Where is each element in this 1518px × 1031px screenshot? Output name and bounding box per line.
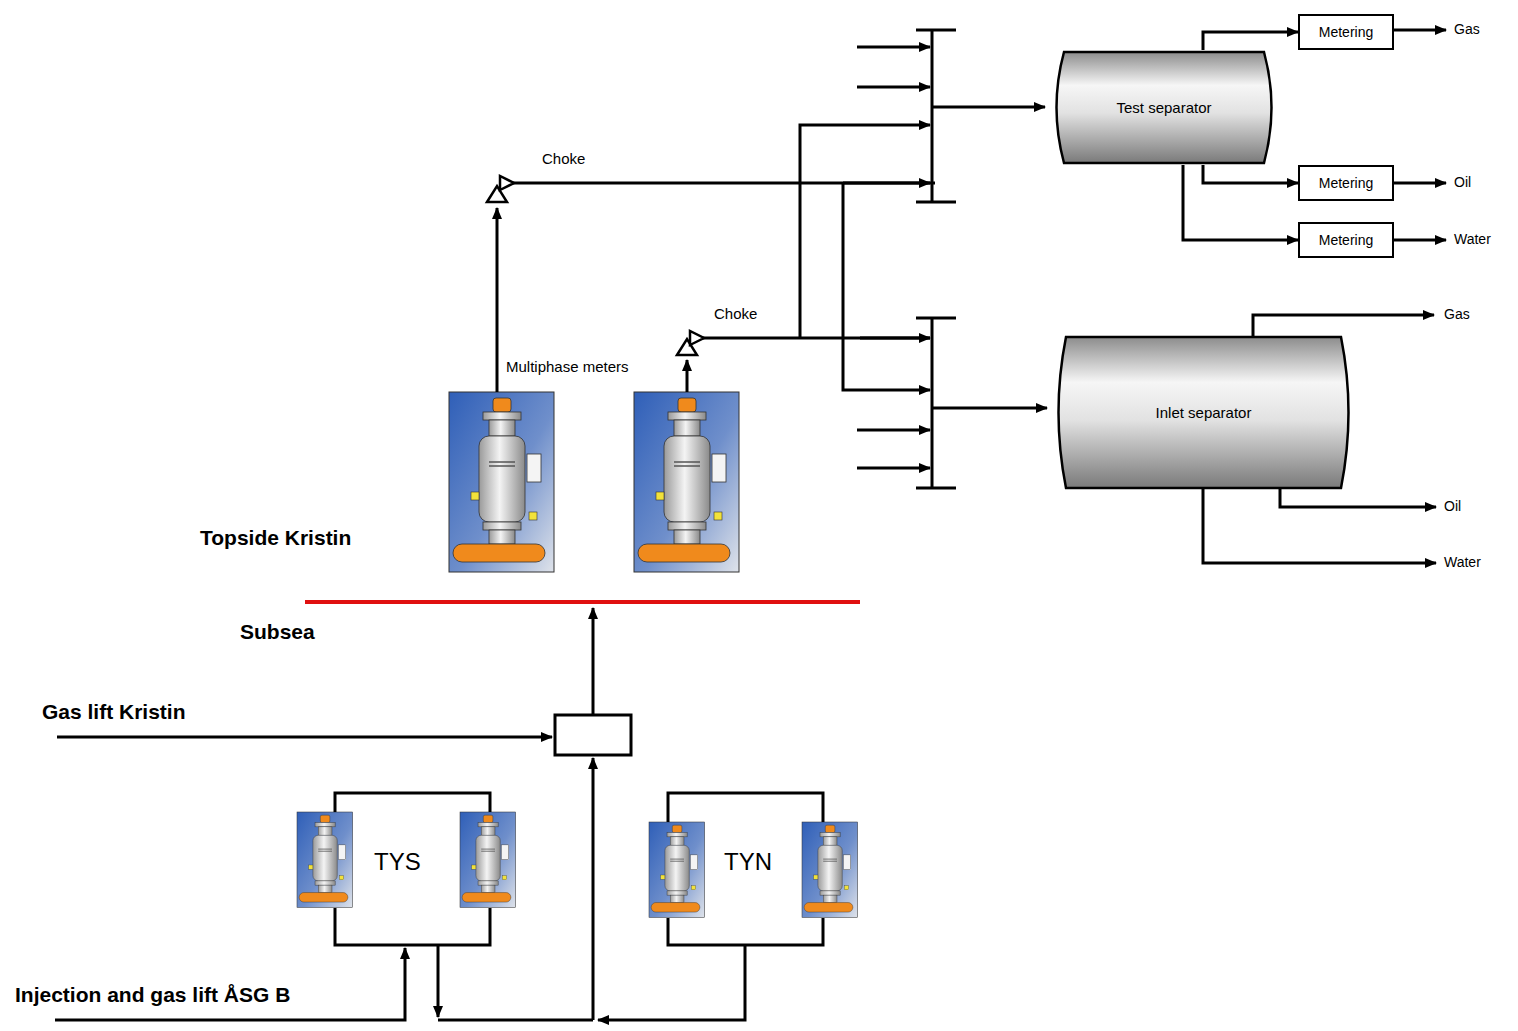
meter-label: Multiphase meters (504, 358, 631, 375)
test-separator: Test separator (1048, 50, 1280, 165)
inlet-separator: Inlet separator (1050, 335, 1357, 490)
flow-connector (1203, 165, 1298, 183)
metering-box: Metering (1298, 14, 1394, 50)
stream-label: Gas (1452, 21, 1482, 37)
node-text: Metering (1319, 175, 1373, 191)
metering-box: Metering (1298, 222, 1394, 258)
stream-label: Water (1452, 231, 1493, 247)
node-text: Test separator (1116, 99, 1211, 116)
template-label: TYS (372, 848, 423, 876)
template-label: TYN (722, 848, 774, 876)
stream-label: Gas (1442, 306, 1472, 322)
node-text: Metering (1319, 24, 1373, 40)
choke-label: Choke (540, 150, 587, 167)
node-text: Metering (1319, 232, 1373, 248)
line-label: Injection and gas lift ÅSG B (13, 983, 292, 1007)
stream-label: Oil (1452, 174, 1473, 190)
stream-label: Water (1442, 554, 1483, 570)
choke-label: Choke (712, 305, 759, 322)
metering-box: Metering (1298, 165, 1394, 201)
area-label: Topside Kristin (198, 526, 353, 550)
node-text: Inlet separator (1156, 404, 1252, 421)
line-label: Gas lift Kristin (40, 700, 188, 724)
flow-connector (1183, 165, 1298, 240)
stream-label: Oil (1442, 498, 1463, 514)
flow-connector (1203, 32, 1298, 50)
area-label: Subsea (238, 620, 317, 644)
